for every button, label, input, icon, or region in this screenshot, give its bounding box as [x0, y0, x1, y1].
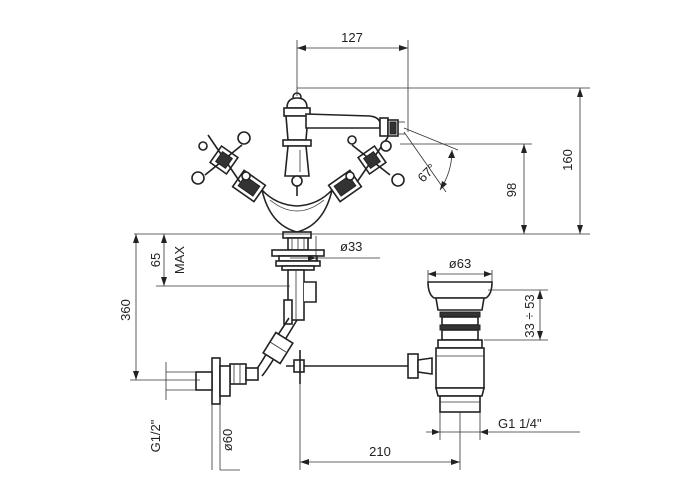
dim-width-top: 127 — [341, 30, 363, 45]
dim-diameter-base: ø33 — [340, 239, 362, 254]
faucet-body — [260, 92, 405, 239]
dim-thread-waste: G1 1/4" — [498, 416, 542, 431]
dim-thread-inlet: G1/2" — [148, 419, 163, 452]
dim-diameter-rosette: ø60 — [220, 429, 235, 451]
dim-max-label: MAX — [172, 246, 187, 275]
right-cross-handle — [327, 135, 405, 203]
dim-height-total: 160 — [560, 149, 575, 171]
dim-height-max: 65 — [148, 253, 163, 267]
dim-height-spout: 98 — [504, 183, 519, 197]
inlet-piping — [195, 317, 298, 405]
mounting-shank — [271, 237, 325, 325]
pop-up-rod — [286, 350, 433, 384]
dimension-lines — [130, 40, 590, 471]
dim-width-bottom: 210 — [369, 444, 391, 459]
left-cross-handle — [191, 131, 267, 203]
waste-assembly — [427, 281, 493, 413]
dim-angle: 67° — [415, 161, 440, 186]
dim-diameter-waste: ø63 — [449, 256, 471, 271]
dim-waste-range: 33 ÷ 53 — [522, 294, 537, 337]
dim-depth: 360 — [118, 299, 133, 321]
